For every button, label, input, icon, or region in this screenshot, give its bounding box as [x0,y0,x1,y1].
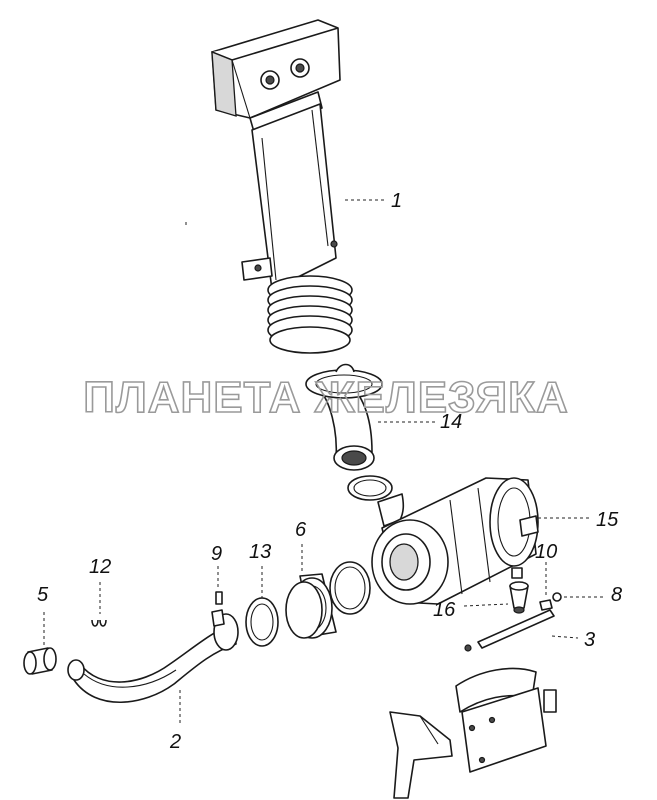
callout-3: 3 [584,629,595,651]
rubber-sleeve-part-6 [285,573,337,639]
callout-1: 1 [391,190,402,212]
callout-10: 10 [535,541,557,563]
callout-14: 14 [440,411,462,433]
callout-16: 16 [433,599,456,621]
drain-valve-part-16 [509,567,529,614]
callout-9: 9 [211,543,222,565]
intake-pipe-part-1 [211,19,353,354]
bolt-part-9 [215,591,223,605]
elbow-part-14 [305,363,383,471]
callout-12: 12 [89,556,111,578]
clamp-ring-right [329,561,371,615]
air-filter-housing-part-15 [371,477,539,605]
fastener-part-8 [552,592,562,602]
watermark-text: ПЛАНЕТА ЖЕЛЕЗЯКА [83,373,569,422]
callout-6: 6 [295,519,307,541]
callout-8: 8 [611,584,622,606]
callout-13: 13 [249,541,271,563]
callout-2: 2 [169,731,181,753]
strap-part-3 [464,609,555,652]
cap-part-5 [23,647,57,675]
curved-hose-part-2 [67,609,239,704]
mounting-bracket [389,667,557,799]
callout-5: 5 [37,584,49,606]
callout-15: 15 [596,509,619,531]
clip-part-12 [91,619,107,627]
fastener-part-10 [539,599,553,611]
intake-bellows [267,275,353,354]
leader-lines [43,199,606,724]
clamp-ring-part-13 [245,597,279,647]
callout-labels: 1 2 3 5 6 8 9 10 12 13 14 15 16 [37,190,622,753]
clamp-ring-upper [347,475,393,501]
